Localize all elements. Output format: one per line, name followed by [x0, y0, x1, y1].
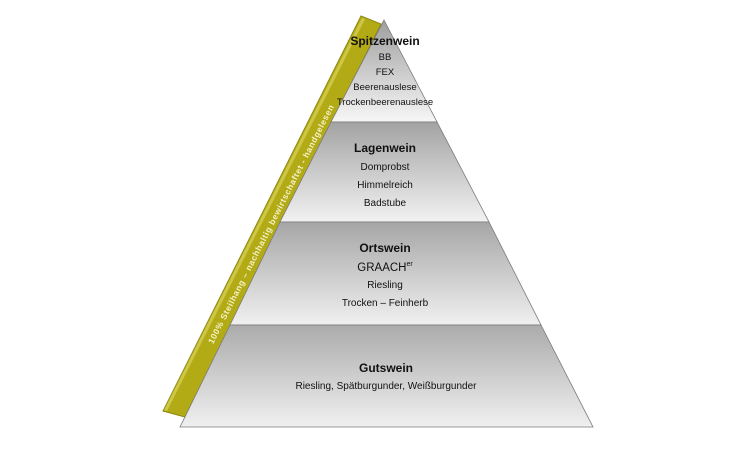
- graach-superscript: er: [406, 261, 413, 269]
- tier-item: Himmelreich: [357, 180, 413, 191]
- tier-item: Beerenauslese: [353, 82, 417, 93]
- tier-item-graach: GRAACHer: [342, 259, 428, 277]
- tier-item: Riesling: [367, 280, 403, 291]
- tier-item: Domprobst: [360, 162, 410, 173]
- tier-gutswein-label: Gutswein Riesling, Spätburgunder, Weißbu…: [295, 361, 476, 395]
- tier-item: BB: [378, 52, 392, 63]
- side-band-highlight: [164, 18, 365, 411]
- tier-title: Spitzenwein: [350, 34, 420, 48]
- tier-title: Ortswein: [359, 241, 411, 255]
- tier-lagenwein-label: Lagenwein Domprobst Himmelreich Badstube: [354, 141, 416, 213]
- graach-text: GRAACH: [357, 262, 407, 274]
- tier-item: Riesling, Spätburgunder, Weißburgunder: [295, 381, 477, 392]
- tier-item: Trockenbeerenauslese: [336, 97, 434, 108]
- tier-item: Badstube: [363, 198, 407, 209]
- tier-title: Gutswein: [358, 361, 414, 375]
- tier-ortswein-label: Ortswein GRAACHer Riesling Trocken – Fei…: [342, 241, 428, 313]
- tier-title: Lagenwein: [353, 141, 417, 155]
- tier-spitzenwein-label: Spitzenwein BB FEX Beerenauslese Trocken…: [337, 34, 433, 110]
- tier-gutswein-shape: [179, 324, 594, 428]
- tier-item: Trocken – Feinherb: [341, 298, 429, 309]
- tier-item: FEX: [375, 67, 395, 78]
